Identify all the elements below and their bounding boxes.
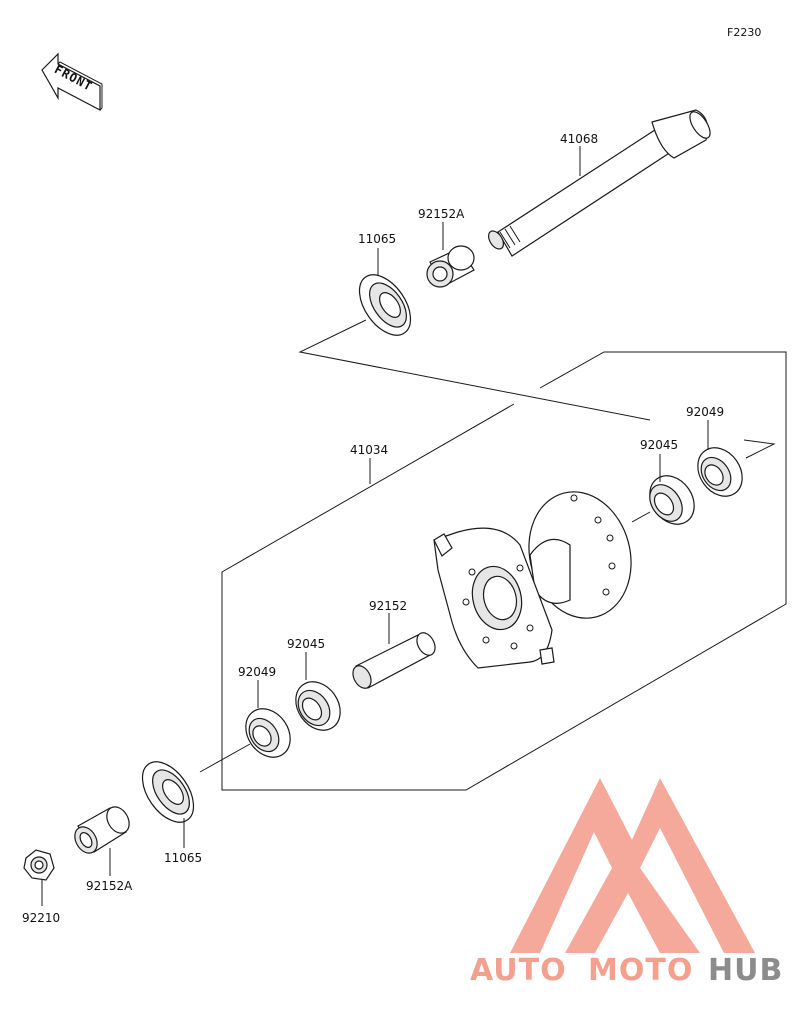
bearing-92045-left	[295, 681, 341, 731]
label-92045-left: 92045	[287, 637, 325, 651]
logo-triangle-mark	[510, 778, 755, 953]
automotohub-logo: AUTO MOTO HUB	[470, 778, 783, 988]
logo-text-hub: HUB	[708, 953, 783, 988]
front-arrow-icon: FRONT	[41, 52, 103, 111]
label-11065-top: 11065	[358, 232, 396, 246]
figure-code: F2230	[727, 26, 761, 39]
spacer-92152	[352, 632, 436, 689]
collar-92152a-top	[426, 245, 475, 288]
seal-92049-right	[697, 447, 743, 497]
label-92049-right: 92049	[686, 405, 724, 419]
label-11065-bottom: 11065	[164, 851, 202, 865]
seal-92049-left	[245, 708, 291, 758]
hub-assembly-frame	[221, 351, 787, 791]
label-92049-left: 92049	[238, 665, 276, 679]
label-41068: 41068	[560, 132, 598, 146]
label-92152a-bottom: 92152A	[86, 879, 133, 893]
nut-92210	[23, 849, 55, 881]
bearing-92045-right	[649, 475, 695, 525]
label-92210: 92210	[22, 911, 60, 925]
label-92152: 92152	[369, 599, 407, 613]
wheel-hub	[433, 491, 632, 669]
axle-41068	[487, 109, 711, 257]
label-92152a-top: 92152A	[418, 207, 465, 221]
seal-11065-top	[358, 274, 412, 336]
collar-92152a-bottom	[74, 806, 130, 854]
label-92045-right: 92045	[640, 438, 678, 452]
label-41034: 41034	[350, 443, 388, 457]
centerline-right-bearing	[631, 511, 651, 523]
logo-text-moto: MOTO	[588, 953, 693, 988]
seal-11065-bottom	[141, 761, 195, 823]
centerline-top	[298, 319, 651, 421]
centerline-left	[199, 743, 251, 773]
centerline-right-end	[743, 439, 776, 459]
logo-text-auto: AUTO	[470, 953, 567, 988]
